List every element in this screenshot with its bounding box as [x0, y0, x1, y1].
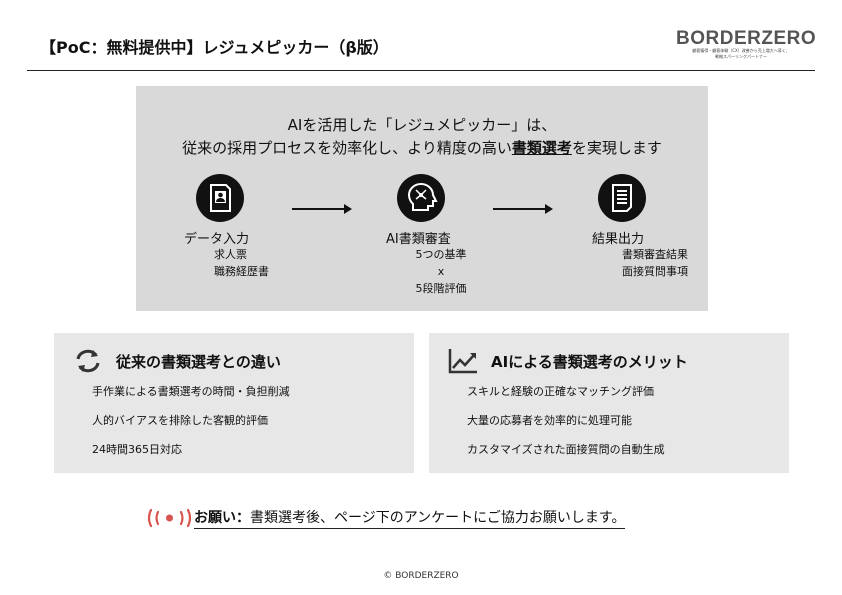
step-item: 職務経歴書: [214, 265, 269, 278]
broadcast-icon: [147, 508, 192, 528]
refresh-icon: [76, 349, 100, 373]
copyright: © BORDERZERO: [383, 571, 459, 581]
notice-label: お願い：: [194, 510, 250, 526]
step-items: 求人票職務経歴書: [214, 246, 269, 280]
hero-panel: AIを活用した「レジュメピッカー」は、 従来の採用プロセスを効率化し、より精度の…: [136, 86, 708, 311]
hero-text: を実現します: [571, 139, 662, 157]
survey-notice: お願い：書類選考後、ページ下のアンケートにご協力お願いします。: [146, 507, 626, 529]
notice-body: 書類選考後、ページ下のアンケートにご協力お願いします。: [250, 510, 626, 526]
step-item: 求人票: [214, 248, 247, 261]
card-ai-merits: AIによる書類選考のメリット スキルと経験の正確なマッチング評価 大量の応募者を…: [429, 333, 789, 473]
card-traditional-diff: 従来の書類選考との違い 手作業による書類選考の時間・負担削減 人的バイアスを排除…: [54, 333, 414, 473]
hero-line-2: 従来の採用プロセスを効率化し、より精度の高い書類選考を実現します: [136, 137, 708, 158]
card-title: AIによる書類選考のメリット: [491, 353, 688, 371]
logo-tagline: 戦略スパーリングパートナー: [715, 54, 767, 59]
step-label: データ入力: [184, 232, 250, 247]
step-item: x: [437, 265, 445, 278]
trend-chart-icon: [448, 349, 477, 374]
arrow-icon: [493, 204, 553, 214]
ai-head-icon: [397, 174, 445, 222]
step-items: 書類審査結果面接質問事項: [622, 246, 688, 280]
card-item: 大量の応募者を効率的に処理可能: [467, 414, 632, 427]
notice-text: お願い：書類選考後、ページ下のアンケートにご協力お願いします。: [194, 507, 626, 529]
step-item: 書類審査結果: [622, 248, 688, 261]
arrow-icon: [292, 204, 352, 214]
header-divider: [27, 70, 815, 71]
logo-tagline: 顧客獲得・顧客体験（CX）改善から売上増大へ導く、: [692, 48, 790, 53]
step-item: 5つの基準: [415, 248, 467, 261]
card-title: 従来の書類選考との違い: [116, 353, 281, 371]
report-icon: [598, 174, 646, 222]
card-item: 人的バイアスを排除した客観的評価: [92, 414, 268, 427]
card-item: 24時間365日対応: [92, 443, 182, 456]
logo-text: BORDERZERO: [676, 28, 817, 49]
card-item: 手作業による書類選考の時間・負担削減: [92, 385, 290, 398]
hero-text: 従来の採用プロセスを効率化し、より精度の高い: [182, 139, 512, 157]
card-item: スキルと経験の正確なマッチング評価: [467, 385, 654, 398]
card-item: カスタマイズされた面接質問の自動生成: [467, 443, 665, 456]
page-title: 【PoC：無料提供中】レジュメピッカー（β版）: [40, 38, 389, 57]
step-label: AI書類審査: [386, 232, 451, 247]
step-item: 面接質問事項: [622, 265, 688, 278]
hero-line-1: AIを活用した「レジュメピッカー」は、: [287, 116, 557, 134]
logo: BORDERZERO 顧客獲得・顧客体験（CX）改善から売上増大へ導く、 戦略ス…: [676, 28, 817, 60]
step-label: 結果出力: [592, 232, 645, 247]
step-item: 5段階評価: [415, 282, 467, 295]
resume-icon: [196, 174, 244, 222]
hero-emphasis: 書類選考: [511, 139, 572, 157]
step-items: 5つの基準 x 5段階評価: [406, 246, 476, 297]
